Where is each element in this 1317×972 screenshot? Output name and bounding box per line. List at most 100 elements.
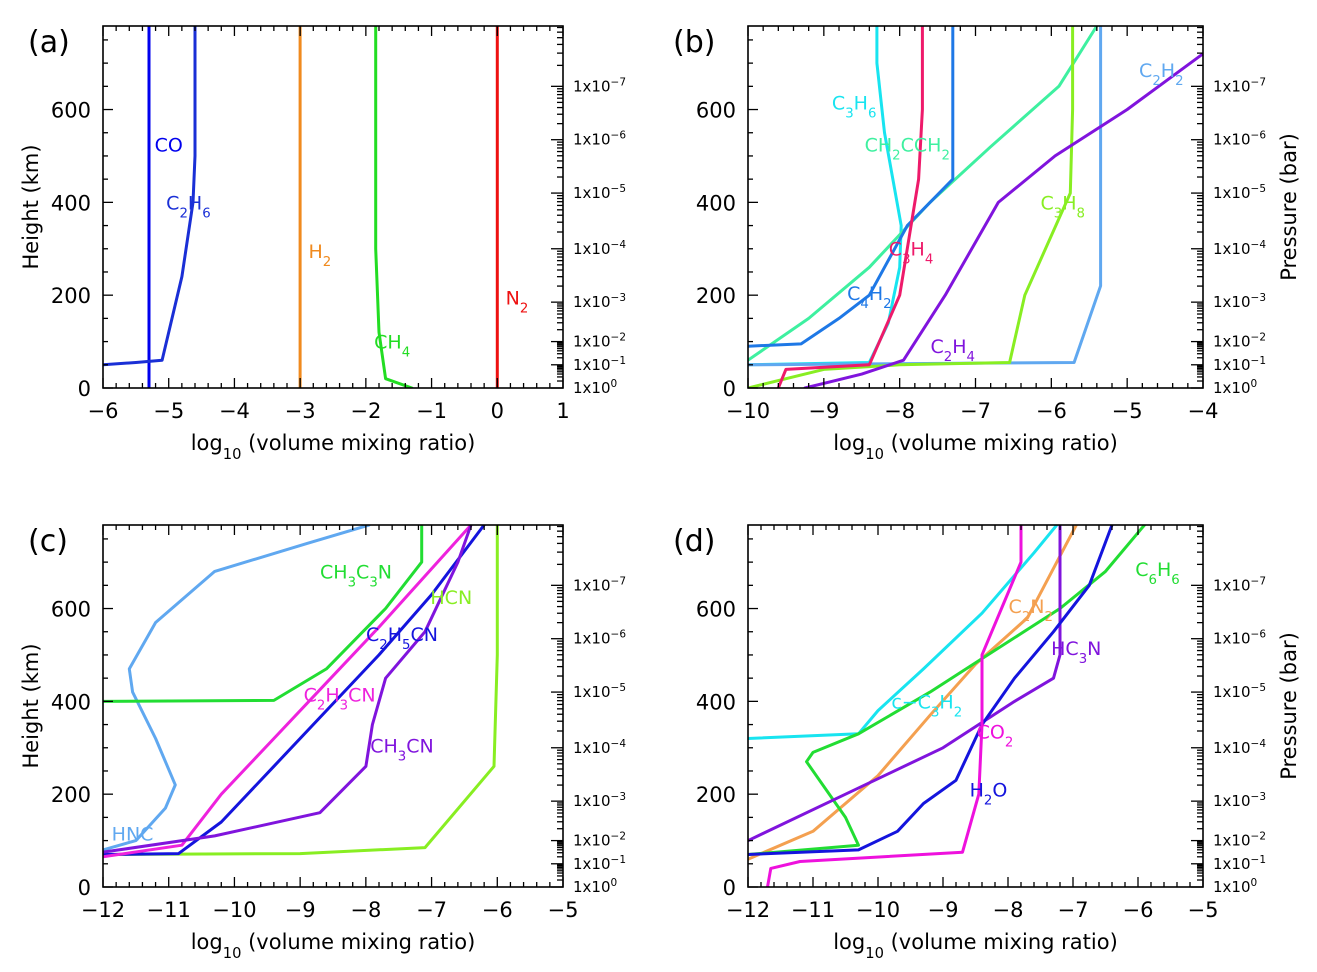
y-tick-label: 0 [78, 377, 91, 401]
pressure-axis-label: Pressure (bar) [1277, 133, 1301, 281]
pressure-tick-label: 1x10−4 [573, 239, 626, 258]
panel-letter: (b) [673, 25, 715, 60]
x-tick-label: −12 [726, 898, 770, 922]
x-tick-label: −6 [482, 898, 513, 922]
plot-frame [102, 524, 564, 888]
x-tick-label: −10 [856, 898, 900, 922]
x-tick-label: −5 [1188, 898, 1219, 922]
panel-letter: (a) [28, 25, 70, 60]
pressure-tick-label: 1x10−1 [573, 355, 626, 374]
pressure-tick-label: 1x100 [1213, 877, 1257, 896]
x-tick-label: −11 [147, 898, 191, 922]
series-label-CO2: CO2 [977, 721, 1014, 750]
x-tick-label: −8 [993, 898, 1024, 922]
panel-3: HNCCH3C3NHCNC2H5CNC2H3CNCH3CN−12−11−10−9… [19, 524, 626, 962]
series-label-C4H2: C4H2 [847, 283, 892, 312]
series-label-HCN: HCN [430, 587, 472, 609]
pressure-tick-label: 1x10−7 [573, 76, 626, 95]
pressure-tick-label: 1x10−7 [1213, 76, 1266, 95]
pressure-tick-label: 1x10−4 [1213, 738, 1266, 757]
series-label-CH4: CH4 [374, 332, 410, 361]
series-label-H2O: H2O [970, 780, 1008, 809]
series-label-N2: N2 [506, 287, 529, 316]
series-line-C3H6 [748, 26, 903, 367]
x-tick-label: −6 [88, 399, 119, 423]
y-tick-label: 0 [723, 876, 736, 900]
y-tick-label: 400 [696, 690, 736, 714]
y-axis-label: Height (km) [19, 643, 43, 768]
pressure-tick-label: 1x10−5 [573, 183, 626, 202]
pressure-tick-label: 1x100 [1213, 378, 1257, 397]
y-tick-label: 600 [51, 99, 91, 123]
pressure-tick-label: 1x10−2 [573, 332, 626, 351]
series-line-C3H4 [776, 26, 924, 388]
x-tick-label: −6 [1123, 898, 1154, 922]
series-line-C2H5CN [103, 525, 486, 856]
pressure-tick-label: 1x10−3 [1213, 791, 1266, 810]
series-line-C3H8 [748, 26, 1075, 388]
pressure-tick-label: 1x10−1 [573, 854, 626, 873]
series-line-C4H2 [748, 26, 955, 348]
x-tick-label: −1 [416, 399, 447, 423]
plot-frame [747, 524, 1204, 888]
series-line-CH3C3N [103, 525, 424, 703]
series-label-HNC: HNC [112, 824, 154, 846]
series-label-C2H4: C2H4 [930, 336, 975, 365]
series-label-c-C3H2: c−C3H2 [891, 691, 962, 720]
series-line-HNC [103, 525, 371, 852]
series-label-H2: H2 [308, 241, 331, 270]
y-tick-label: 400 [51, 191, 91, 215]
x-tick-label: −2 [350, 399, 381, 423]
series-line-C2N2 [748, 525, 1078, 861]
pressure-tick-label: 1x10−6 [573, 629, 626, 648]
x-tick-label: −9 [285, 898, 316, 922]
pressure-axis-label: Pressure (bar) [1277, 632, 1301, 780]
x-axis-label: log10 (volume mixing ratio) [833, 431, 1118, 463]
y-tick-label: 400 [696, 191, 736, 215]
panel-4: c−C3H2C2N2C6H6HC3NH2OCO2−12−11−10−9−8−7−… [673, 524, 1301, 962]
y-tick-label: 200 [696, 783, 736, 807]
x-axis-label: log10 (volume mixing ratio) [191, 930, 476, 962]
pressure-tick-label: 1x100 [573, 877, 617, 896]
series-group [103, 26, 499, 388]
series-label-C2H5CN: C2H5CN [366, 624, 438, 653]
x-tick-label: −3 [285, 399, 316, 423]
x-tick-label: −8 [884, 399, 915, 423]
x-tick-label: 1 [556, 399, 569, 423]
y-tick-label: 600 [696, 598, 736, 622]
pressure-tick-label: 1x10−6 [573, 130, 626, 149]
series-label-C2H3CN: C2H3CN [304, 684, 376, 713]
series-label-CH3CN: CH3CN [370, 735, 434, 764]
x-tick-label: −5 [1112, 399, 1143, 423]
series-line-C2H6 [103, 26, 197, 367]
series-label-C2N2: C2N2 [1009, 596, 1053, 625]
series-label-C6H6: C6H6 [1135, 559, 1180, 588]
pressure-tick-label: 1x10−1 [1213, 355, 1266, 374]
pressure-tick-label: 1x100 [573, 378, 617, 397]
x-tick-label: −8 [350, 898, 381, 922]
pressure-tick-label: 1x10−6 [1213, 130, 1266, 149]
series-line-H2O [748, 525, 1114, 856]
y-tick-label: 0 [723, 377, 736, 401]
y-tick-label: 0 [78, 876, 91, 900]
series-label-C3H4: C3H4 [889, 239, 934, 268]
series-label-HC3N: HC3N [1051, 638, 1101, 667]
y-tick-label: 200 [51, 284, 91, 308]
series-line-HC3N [748, 525, 1062, 843]
x-tick-label: −12 [81, 898, 125, 922]
x-tick-label: −5 [548, 898, 579, 922]
panel-letter: (c) [28, 524, 68, 559]
pressure-tick-label: 1x10−3 [1213, 292, 1266, 311]
series-label-CH3C3N: CH3C3N [320, 561, 392, 590]
y-axis-label: Height (km) [19, 144, 43, 269]
y-tick-label: 600 [696, 99, 736, 123]
x-tick-label: −7 [416, 898, 447, 922]
x-tick-label: −10 [726, 399, 770, 423]
pressure-tick-label: 1x10−7 [1213, 575, 1266, 594]
y-tick-label: 600 [51, 598, 91, 622]
series-line-CH3CN [103, 525, 473, 854]
x-tick-label: −7 [960, 399, 991, 423]
series-label-CH2CCH2: CH2CCH2 [865, 134, 950, 163]
series-group [748, 26, 1203, 388]
